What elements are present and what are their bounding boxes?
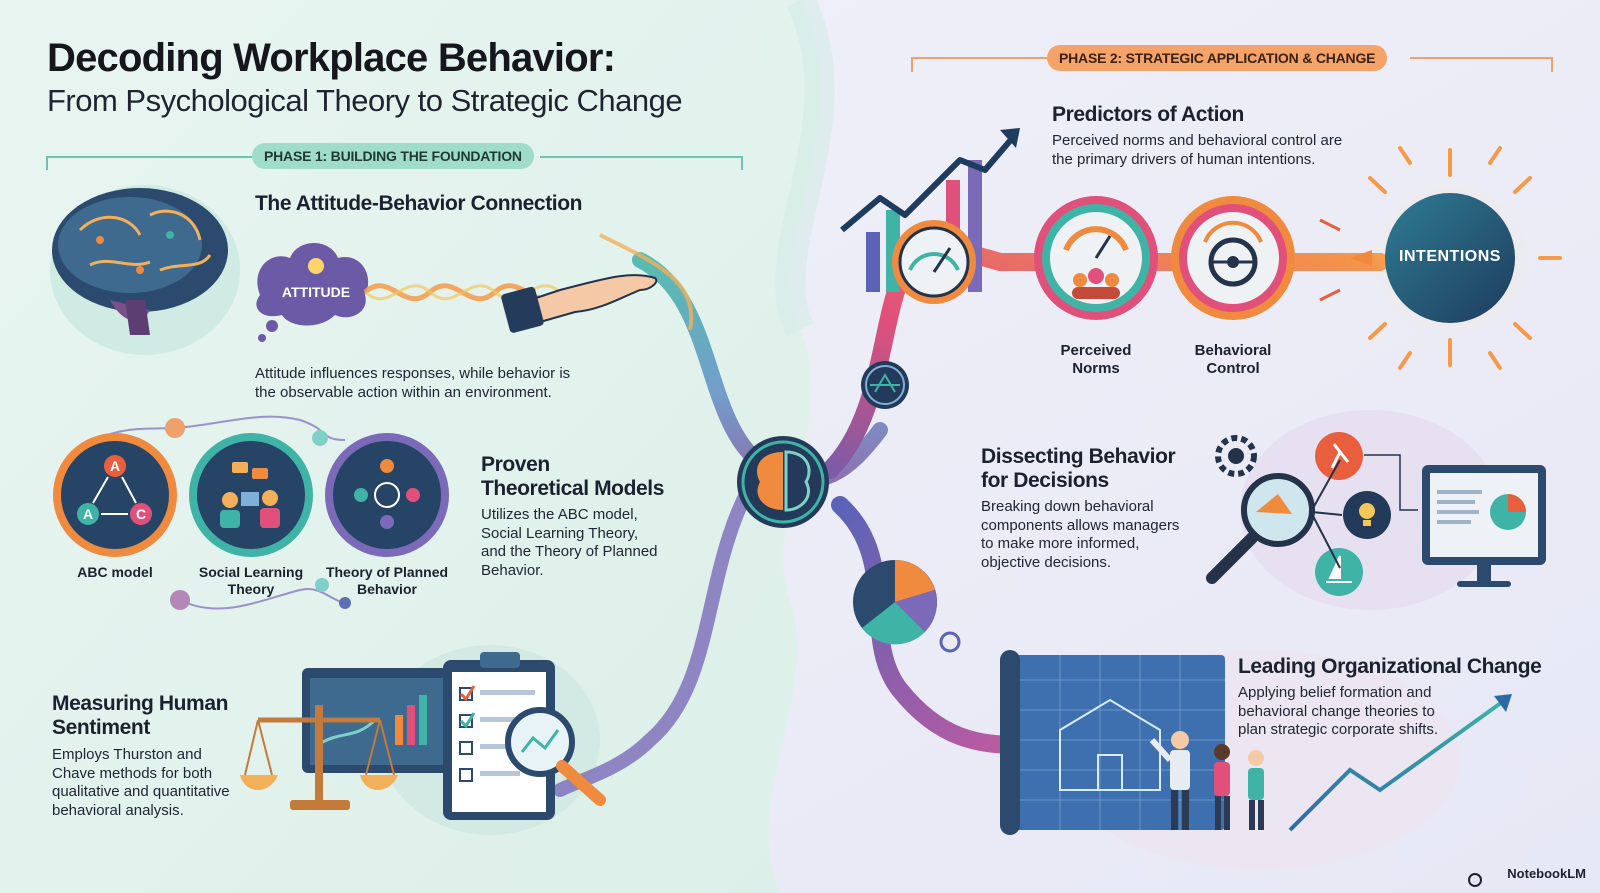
main-title: Decoding Workplace Behavior: [47, 36, 616, 80]
checklist-clipboard-icon [443, 652, 555, 820]
notebooklm-footer: NotebookLM [1507, 866, 1586, 881]
predictors-heading: Predictors of Action [1052, 103, 1244, 126]
main-subtitle: From Psychological Theory to Strategic C… [47, 83, 683, 118]
abc-letter-a-top: A [109, 458, 121, 474]
perceived-norms-label: Perceived Norms [1060, 342, 1132, 377]
perceived-norms-icon [1034, 196, 1158, 320]
brain-icon [52, 188, 228, 335]
monitor-icon [1422, 465, 1546, 587]
leading-text: Applying belief formation and behavioral… [1238, 684, 1439, 738]
pie-chart-icon [853, 560, 961, 653]
people-icon [1149, 731, 1264, 830]
attitude-cloud [256, 240, 369, 342]
attitude-bubble-label: ATTITUDE [281, 284, 351, 300]
gear-icon [1215, 435, 1257, 477]
planned-behavior-label: Theory of Planned Behavior [325, 564, 449, 597]
dissecting-heading: Dissecting Behavior for Decisions [981, 445, 1176, 492]
open-hand-icon [501, 274, 658, 333]
abc-letter-a-left: A [82, 506, 94, 522]
attitude-behavior-heading: The Attitude-Behavior Connection [255, 192, 583, 215]
abc-letter-c: C [135, 506, 147, 522]
intentions-label: INTENTIONS [1399, 248, 1501, 265]
sentiment-heading: Measuring Human Sentiment [52, 692, 229, 739]
balance-scales-icon [240, 705, 398, 810]
social-learning-icon [189, 433, 313, 557]
magnifier-icon [505, 707, 606, 806]
lightbulb-icon [1343, 491, 1391, 539]
sun-rays-icon [1368, 146, 1562, 370]
social-learning-label: Social Learning Theory [198, 564, 304, 597]
behavioral-control-icon [1171, 196, 1295, 320]
leading-heading: Leading Organizational Change [1238, 655, 1542, 678]
analysis-magnifier-icon [1206, 473, 1315, 584]
behavioral-control-label: Behavioral Control [1194, 342, 1272, 377]
abc-model-label: ABC model [77, 564, 153, 580]
predictors-text: Perceived norms and behavioral control a… [1052, 132, 1343, 168]
dissecting-text: Breaking down behavioral components allo… [981, 498, 1180, 571]
planned-behavior-icon [325, 433, 449, 557]
attitude-behavior-text: Attitude influences responses, while beh… [255, 365, 571, 401]
runner-icon [1315, 432, 1363, 480]
blueprint-icon [1000, 650, 1225, 835]
gauge-icon [892, 220, 976, 304]
phase-2-label: PHASE 2: STRATEGIC APPLICATION & CHANGE [1047, 45, 1388, 71]
models-text: Utilizes the ABC model, Social Learning … [481, 506, 658, 579]
models-heading: Proven Theoretical Models [481, 453, 665, 500]
sailboat-icon [1315, 548, 1363, 596]
phase-1-label: PHASE 1: BUILDING THE FOUNDATION [252, 143, 534, 169]
abc-model-icon [53, 433, 177, 557]
sentiment-text: Employs Thurston and Chave methods for b… [52, 746, 230, 819]
